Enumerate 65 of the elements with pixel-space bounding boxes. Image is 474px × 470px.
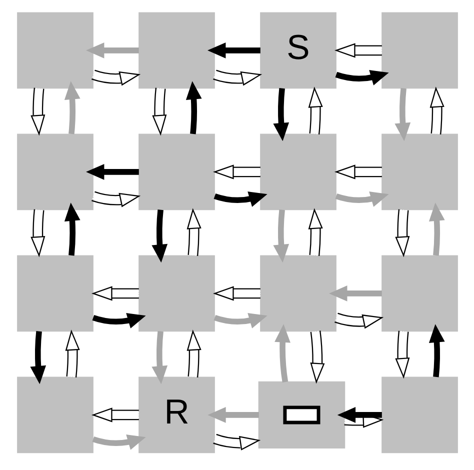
arrow	[272, 88, 289, 142]
arrow	[90, 286, 138, 301]
node-box	[16, 134, 93, 210]
arrow	[213, 313, 267, 328]
arrow	[212, 434, 260, 450]
arrow	[308, 86, 322, 135]
arrow	[207, 42, 260, 58]
node-box	[381, 12, 458, 89]
node-box	[381, 134, 458, 210]
arrow	[394, 88, 410, 142]
arrow	[64, 81, 80, 134]
arrow	[308, 208, 322, 256]
node-box	[16, 12, 93, 89]
arrow	[274, 324, 290, 382]
arrow	[85, 164, 138, 180]
arrow	[151, 210, 168, 263]
arrow	[334, 192, 388, 207]
arrow	[212, 70, 262, 86]
arrow	[213, 192, 267, 207]
node-box	[16, 255, 93, 332]
arrow	[334, 312, 384, 329]
node-box	[138, 12, 214, 89]
arrow	[212, 286, 260, 301]
arrow	[429, 86, 444, 135]
node-box	[138, 134, 214, 210]
arrow	[30, 88, 45, 136]
arrow	[30, 331, 46, 384]
arrow	[310, 330, 324, 384]
arrow	[186, 330, 201, 378]
node-box	[381, 255, 458, 332]
arrow	[64, 202, 80, 256]
node-box	[260, 255, 336, 332]
arrow	[92, 434, 146, 450]
node-box	[260, 134, 336, 210]
arrow	[30, 209, 45, 258]
arrow	[85, 42, 138, 58]
arrow	[428, 202, 444, 256]
arrow	[334, 164, 382, 180]
arrow	[272, 210, 289, 263]
cluster	[258, 381, 345, 448]
arrow	[212, 164, 260, 180]
arrow	[334, 43, 382, 58]
arrow	[185, 81, 202, 134]
arrow	[394, 330, 410, 379]
arrow	[186, 208, 201, 256]
arrow	[394, 209, 410, 258]
node-box	[282, 406, 320, 424]
arrow	[91, 70, 140, 86]
arrow	[334, 70, 388, 86]
node-box	[381, 376, 458, 454]
arrow	[64, 330, 80, 378]
node-box	[138, 255, 214, 332]
arrow	[428, 324, 444, 378]
node-box: R	[138, 376, 214, 454]
arrow	[151, 331, 168, 384]
node-box	[16, 376, 93, 454]
arrow	[207, 406, 258, 423]
node-box: S	[260, 12, 336, 89]
arrow	[152, 88, 166, 136]
arrow	[92, 313, 146, 328]
arrow	[328, 285, 382, 302]
arrow	[336, 406, 382, 423]
arrow	[91, 191, 140, 208]
arrow	[344, 413, 384, 428]
arrow	[90, 408, 138, 422]
